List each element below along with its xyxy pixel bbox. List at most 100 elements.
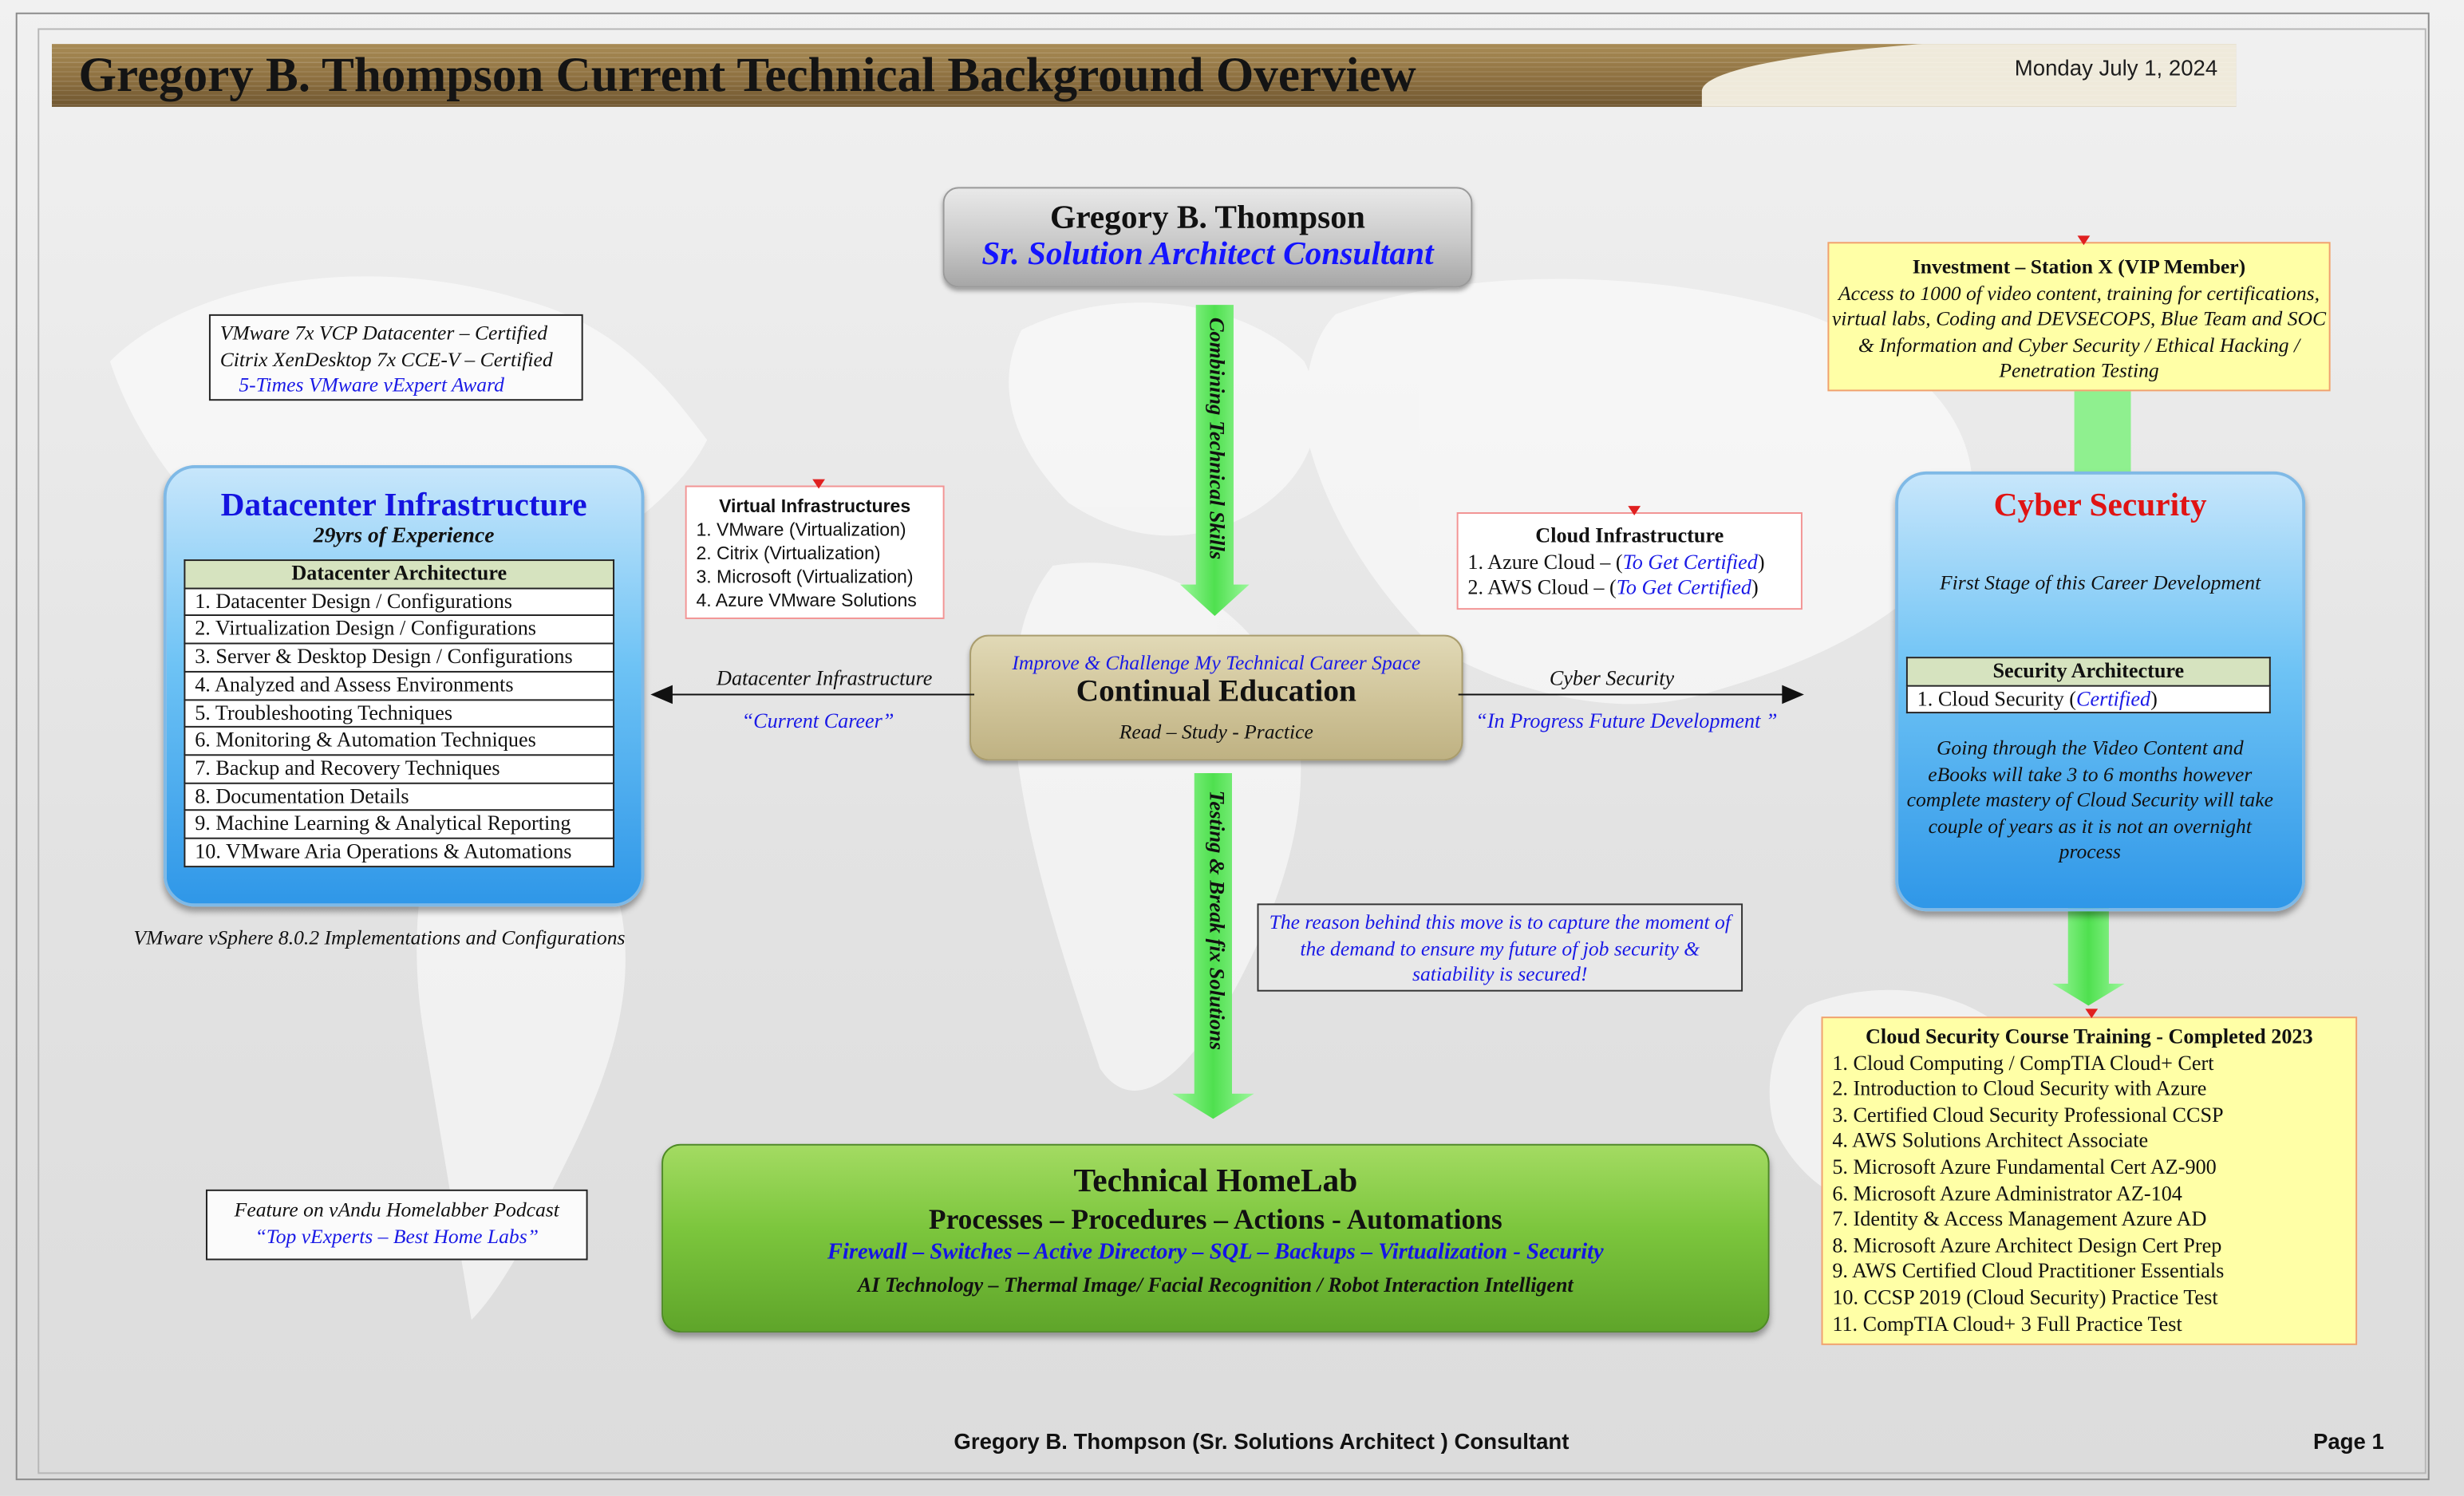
cyber-title: Cyber Security: [1993, 485, 2207, 523]
cloud-infra-item-text: 1. Azure Cloud – (: [1467, 549, 1623, 573]
ce-bottom-text: Read – Study - Practice: [1119, 719, 1313, 744]
course-training-box: Cloud Security Course Training - Complet…: [1821, 1016, 2358, 1345]
testing-breakfix-label: Testing & Break fix Solutions: [1205, 790, 1230, 1051]
cloud-infra-item-status: To Get Certified: [1616, 574, 1752, 599]
left-arrow-label: Datacenter Infrastructure: [717, 666, 933, 690]
course-item: 2. Introduction to Cloud Security with A…: [1832, 1076, 2207, 1100]
cloud-infra-item: 1. Azure Cloud – (To Get Certified): [1467, 549, 1791, 574]
certifications-box: VMware 7x VCP Datacenter – Certified Cit…: [208, 314, 583, 401]
comment-marker-icon: [812, 479, 825, 489]
investment-title: Investment – Station X (VIP Member): [1912, 255, 2246, 278]
comment-marker-icon: [1628, 506, 1641, 515]
datacenter-item: 7. Backup and Recovery Techniques: [184, 754, 615, 784]
left-arrow-sublabel: “Current Career”: [741, 709, 894, 732]
podcast-line: Feature on vAndu Homelabber Podcast: [234, 1197, 559, 1222]
combining-skills-label: Combining Technical Skills: [1205, 317, 1230, 560]
right-arrow: [1458, 685, 1804, 705]
homelab-processes: Processes – Procedures – Actions - Autom…: [928, 1203, 1502, 1235]
podcast-box: Feature on vAndu Homelabber Podcast “Top…: [205, 1189, 588, 1261]
title-bar-stripes: [51, 44, 2237, 107]
page-number: Page 1: [2312, 1428, 2384, 1454]
datacenter-title: Datacenter Infrastructure: [220, 485, 587, 523]
cloud-infra-title: Cloud Infrastructure: [1535, 523, 1724, 547]
investment-box: Investment – Station X (VIP Member) Acce…: [1827, 242, 2331, 392]
course-item: 9. AWS Certified Cloud Practitioner Esse…: [1832, 1259, 2225, 1283]
podcast-line-quote: “Top vExperts – Best Home Labs”: [255, 1223, 539, 1247]
course-item: 4. AWS Solutions Architect Associate: [1832, 1128, 2149, 1153]
virtual-infra-item: 1. VMware (Virtualization): [696, 519, 906, 541]
cloud-infra-item: 2. AWS Cloud – (To Get Certified): [1467, 575, 1791, 601]
cyber-first-stage: First Stage of this Career Development: [1939, 570, 2261, 594]
comment-marker-icon: [2077, 235, 2091, 246]
name-box: Gregory B. Thompson Sr. Solution Archite…: [942, 187, 1473, 288]
homelab-technologies: Firewall – Switches – Active Directory –…: [827, 1239, 1604, 1265]
person-name: Gregory B. Thompson: [1050, 198, 1365, 236]
outer-frame: [15, 12, 2430, 1481]
virtual-infra-item: 2. Citrix (Virtualization): [696, 543, 881, 565]
cyber-body: Going through the Video Content and eBoo…: [1906, 735, 2273, 863]
page-date: Monday July 1, 2024: [2014, 54, 2218, 81]
comment-marker-icon: [2085, 1009, 2099, 1019]
cloud-infra-item-text: 2. AWS Cloud – (: [1467, 574, 1617, 599]
reason-box: The reason behind this move is to captur…: [1257, 903, 1743, 992]
vsphere-note: VMware vSphere 8.0.2 Implementations and…: [133, 925, 626, 949]
datacenter-item: 3. Server & Desktop Design / Configurati…: [184, 642, 615, 673]
virtual-infra-title: Virtual Infrastructures: [719, 496, 911, 517]
virtual-infrastructures-box: Virtual Infrastructures 1. VMware (Virtu…: [685, 485, 945, 619]
down-arrow-top: [1180, 305, 1250, 617]
datacenter-item: 2. Virtualization Design / Configuration…: [184, 614, 615, 645]
right-arrow-sublabel: “In Progress Future Development ”: [1475, 709, 1778, 732]
down-arrow-cyber: [2052, 905, 2125, 1006]
left-arrow: [650, 685, 975, 705]
connector-investment-cyber: [2074, 389, 2131, 475]
datacenter-item: 6. Monitoring & Automation Techniques: [184, 726, 615, 756]
homelab-ai: AI Technology – Thermal Image/ Facial Re…: [858, 1273, 1574, 1297]
datacenter-item: 10. VMware Aria Operations & Automations: [184, 837, 615, 867]
security-table-header: Security Architecture: [1905, 657, 2271, 687]
homelab-title: Technical HomeLab: [1073, 1161, 1358, 1199]
course-item: 5. Microsoft Azure Fundamental Cert AZ-9…: [1832, 1155, 2217, 1178]
course-title: Cloud Security Course Training - Complet…: [1866, 1024, 2313, 1048]
security-item-close: ): [2150, 686, 2158, 710]
ce-top-text: Improve & Challenge My Technical Career …: [1012, 650, 1421, 674]
security-item: 1. Cloud Security (Certified): [1905, 685, 2271, 714]
cert-line: 5-Times VMware vExpert Award: [239, 372, 504, 397]
cloud-infra-item-close: ): [1751, 574, 1759, 599]
cloud-infra-item-close: ): [1757, 549, 1765, 573]
virtual-infra-item: 3. Microsoft (Virtualization): [696, 566, 914, 588]
cloud-infrastructure-box: Cloud Infrastructure 1. Azure Cloud – (T…: [1456, 512, 1803, 610]
security-item-text: 1. Cloud Security (: [1917, 686, 2076, 710]
course-item: 8. Microsoft Azure Architect Design Cert…: [1832, 1233, 2222, 1257]
datacenter-subtitle: 29yrs of Experience: [313, 524, 495, 549]
datacenter-table: Datacenter Architecture 1. Datacenter De…: [184, 559, 615, 867]
title-bar: [51, 44, 2237, 107]
datacenter-item: 4. Analyzed and Assess Environments: [184, 670, 615, 701]
datacenter-table-header: Datacenter Architecture: [184, 559, 615, 589]
datacenter-item: 5. Troubleshooting Techniques: [184, 698, 615, 728]
course-item: 6. Microsoft Azure Administrator AZ-104: [1832, 1181, 2182, 1205]
cloud-infra-item-status: To Get Certified: [1622, 549, 1758, 573]
page-title: Gregory B. Thompson Current Technical Ba…: [78, 47, 1416, 103]
course-item: 7. Identity & Access Management Azure AD: [1832, 1206, 2207, 1231]
down-arrow-bottom: [1172, 772, 1254, 1119]
ce-title: Continual Education: [1076, 673, 1356, 709]
virtual-infra-item: 4. Azure VMware Solutions: [696, 590, 917, 612]
datacenter-item: 9. Machine Learning & Analytical Reporti…: [184, 809, 615, 839]
course-item: 10. CCSP 2019 (Cloud Security) Practice …: [1832, 1285, 2218, 1309]
investment-body: Access to 1000 of video content, trainin…: [1831, 280, 2327, 382]
inner-frame: [38, 28, 2426, 1474]
right-arrow-label: Cyber Security: [1549, 666, 1675, 690]
cert-line: VMware 7x VCP Datacenter – Certified: [219, 320, 547, 345]
person-role: Sr. Solution Architect Consultant: [981, 234, 1434, 272]
footer-text: Gregory B. Thompson (Sr. Solutions Archi…: [954, 1428, 1570, 1454]
technical-homelab-box: Technical HomeLab Processes – Procedures…: [661, 1143, 1770, 1333]
datacenter-item: 1. Datacenter Design / Configurations: [184, 586, 615, 617]
course-item: 11. CompTIA Cloud+ 3 Full Practice Test: [1832, 1311, 2182, 1336]
datacenter-item: 8. Documentation Details: [184, 782, 615, 811]
security-item-status: Certified: [2075, 686, 2151, 710]
course-item: 3. Certified Cloud Security Professional…: [1832, 1103, 2224, 1127]
cert-line: Citrix XenDesktop 7x CCE-V – Certified: [219, 346, 553, 370]
continual-education-box: Improve & Challenge My Technical Career …: [969, 634, 1463, 761]
course-item: 1. Cloud Computing / CompTIA Cloud+ Cert: [1832, 1050, 2214, 1075]
